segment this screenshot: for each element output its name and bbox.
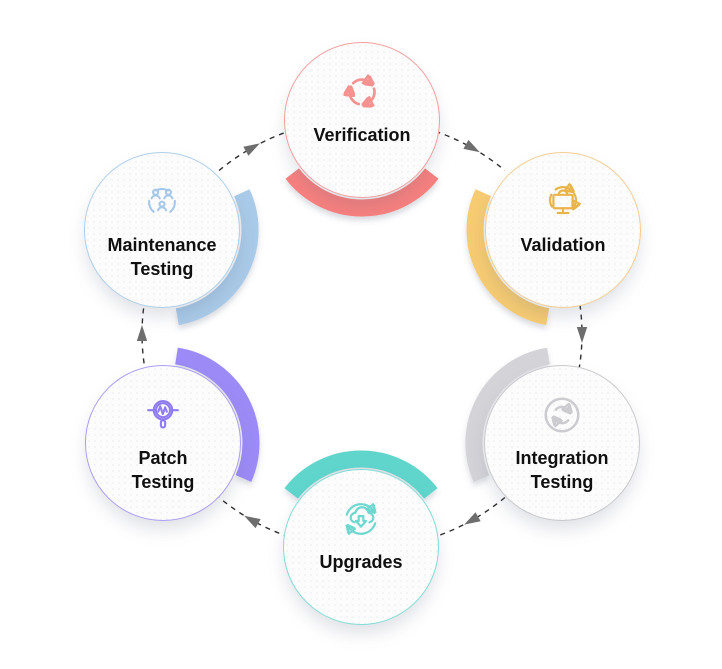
label-line: Testing [530, 472, 594, 492]
node-verification: Verification [284, 42, 440, 198]
label-line: Testing [131, 472, 195, 492]
label-line: Validation [520, 235, 606, 255]
flow-arrowhead [463, 139, 480, 153]
flow-arrow [435, 496, 506, 538]
node-upgrades: Upgrades [283, 469, 439, 625]
label-line: Integration [515, 448, 609, 468]
node-label: Upgrades [319, 550, 402, 574]
accent-arc [175, 189, 259, 326]
flow-arrowhead [136, 325, 148, 341]
node-validation: Validation [485, 152, 641, 308]
node-integration-testing: Integration Testing [484, 365, 640, 521]
flow-arrow [435, 130, 506, 172]
label-line: Testing [130, 259, 194, 279]
label-line: Upgrades [319, 552, 403, 572]
label-line: Maintenance [107, 235, 217, 255]
accent-arc [285, 168, 439, 217]
cycle-arrows-icon [339, 69, 385, 115]
node-label: Verification [313, 123, 410, 147]
flow-arrowhead [243, 143, 260, 156]
label-line: Verification [313, 125, 411, 145]
accent-arc [284, 450, 438, 499]
accent-arc [174, 347, 260, 482]
flow-arrowhead [576, 327, 588, 343]
accent-arc [466, 189, 550, 325]
accent-arc [465, 347, 550, 483]
node-label: Patch Testing [132, 446, 195, 494]
node-patch-testing: Patch Testing [85, 365, 241, 521]
monitor-sync-icon [540, 179, 586, 225]
node-label: Maintenance Testing [107, 233, 216, 281]
flow-arrow [218, 130, 289, 172]
node-label: Integration Testing [516, 446, 609, 494]
flow-arrowhead [464, 512, 481, 525]
cloud-download-sync-icon [338, 496, 384, 542]
label-line: Patch [138, 448, 188, 468]
flow-arrow [218, 496, 289, 538]
node-maintenance-testing: Maintenance Testing [84, 152, 240, 308]
circle-refresh-icon [539, 392, 585, 438]
node-label: Validation [520, 233, 605, 257]
flow-arrowhead [244, 515, 261, 529]
magnifier-pulse-icon [140, 392, 186, 438]
team-icon [139, 179, 185, 225]
